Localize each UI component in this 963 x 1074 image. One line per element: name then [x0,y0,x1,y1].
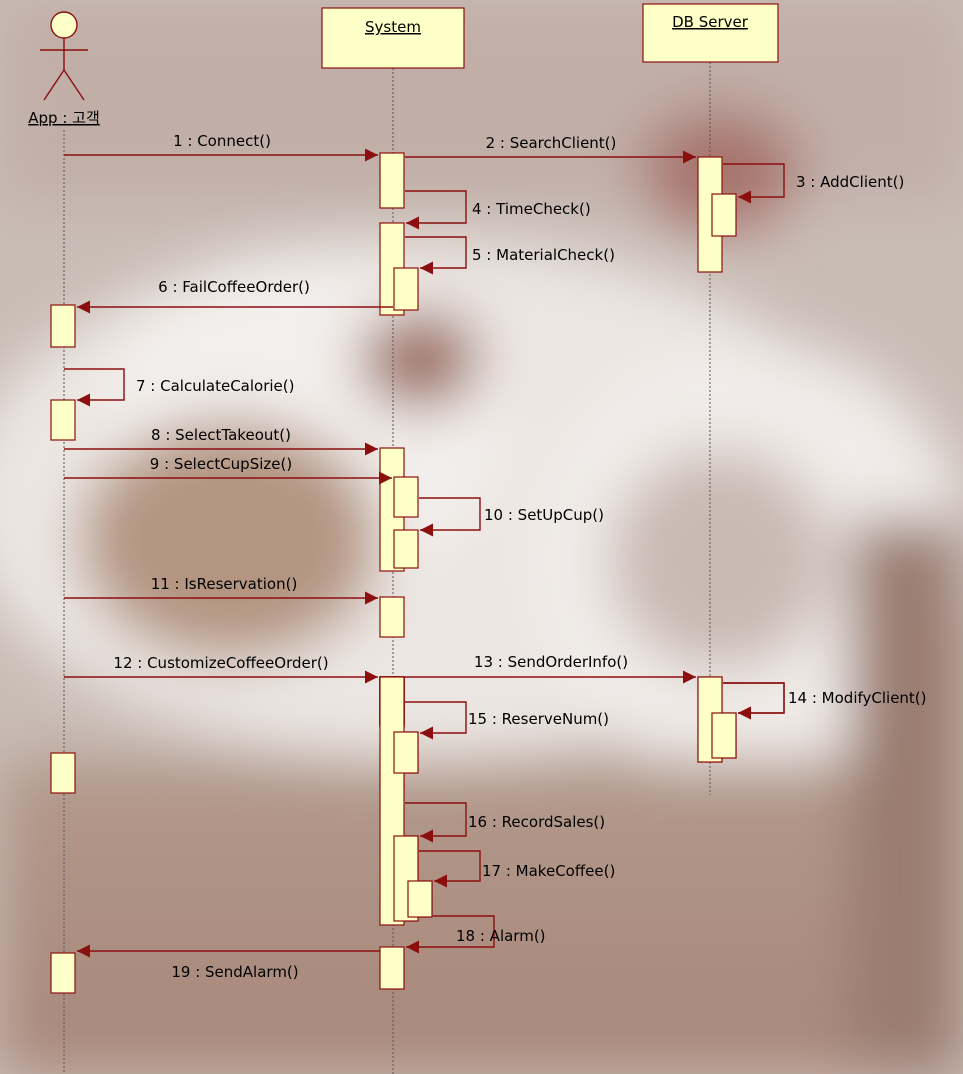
activation-app-2 [50,399,76,441]
activation-app-4 [50,952,76,994]
messages [64,148,785,958]
participant-box-db [642,3,779,63]
message-1-label: 1 : Connect() [173,132,271,150]
activation-system-1 [379,152,405,209]
actor-app [40,11,88,101]
activation-system-reserve-top [393,731,419,774]
activation-system-6 [393,529,419,569]
message-3-label: 3 : AddClient() [796,173,904,191]
message-6-label: 6 : FailCoffeeOrder() [158,278,310,296]
message-8-label: 8 : SelectTakeout() [151,426,291,444]
message-15-label: 15 : ReserveNum() [468,710,609,728]
message-4-arrow [405,190,467,230]
message-5-label: 5 : MaterialCheck() [472,246,615,264]
message-14-label: 14 : ModifyClient() [788,689,927,707]
message-14-arrow-top [723,682,785,720]
message-16-label: 16 : RecordSales() [468,813,605,831]
message-7-arrow [64,368,125,407]
activation-system-20 [379,946,405,990]
lifelines [63,62,711,1074]
activation-db-6 [711,712,737,759]
message-19-label: 19 : SendAlarm() [171,963,298,981]
actor-head [50,11,78,39]
participant-label-db: DB Server [672,13,749,31]
message-10-label: 10 : SetUpCup() [484,506,604,524]
activation-system-3 [393,267,419,311]
participant-label-app: App : 고객 [28,109,100,127]
participant-box-system [321,7,465,69]
message-18-arrow-visible [406,915,495,954]
message-14-arrow [723,682,785,720]
activation-system-7 [379,596,405,638]
message-18-label: 18 : Alarm() [456,927,546,945]
message-17-label: 17 : MakeCoffee() [482,862,615,880]
activation-db-2 [711,193,737,237]
message-11-label: 11 : IsReservation() [151,575,298,593]
activation-app-3 [50,752,76,794]
message-17-arrow [419,850,481,888]
participant-label-system: System [365,18,421,36]
message-4-label: 4 : TimeCheck() [472,200,591,218]
message-9-label: 9 : SelectCupSize() [150,455,292,473]
message-15-arrow [405,701,467,740]
message-13-label: 13 : SendOrderInfo() [474,653,628,671]
message-16-arrow [405,802,467,843]
message-10-arrow [419,497,481,537]
message-3-arrow [723,163,785,204]
activation-system-make-top [407,880,433,918]
message-7-label: 7 : CalculateCalorie() [136,377,294,395]
activation-system-5 [393,476,419,518]
activation-app-1 [50,304,76,348]
message-12-label: 12 : CustomizeCoffeeOrder() [113,654,328,672]
message-5-arrow [405,236,467,275]
message-2-label: 2 : SearchClient() [486,134,617,152]
message-labels: 1 : Connect() 2 : SearchClient() 3 : Add… [113,132,926,981]
